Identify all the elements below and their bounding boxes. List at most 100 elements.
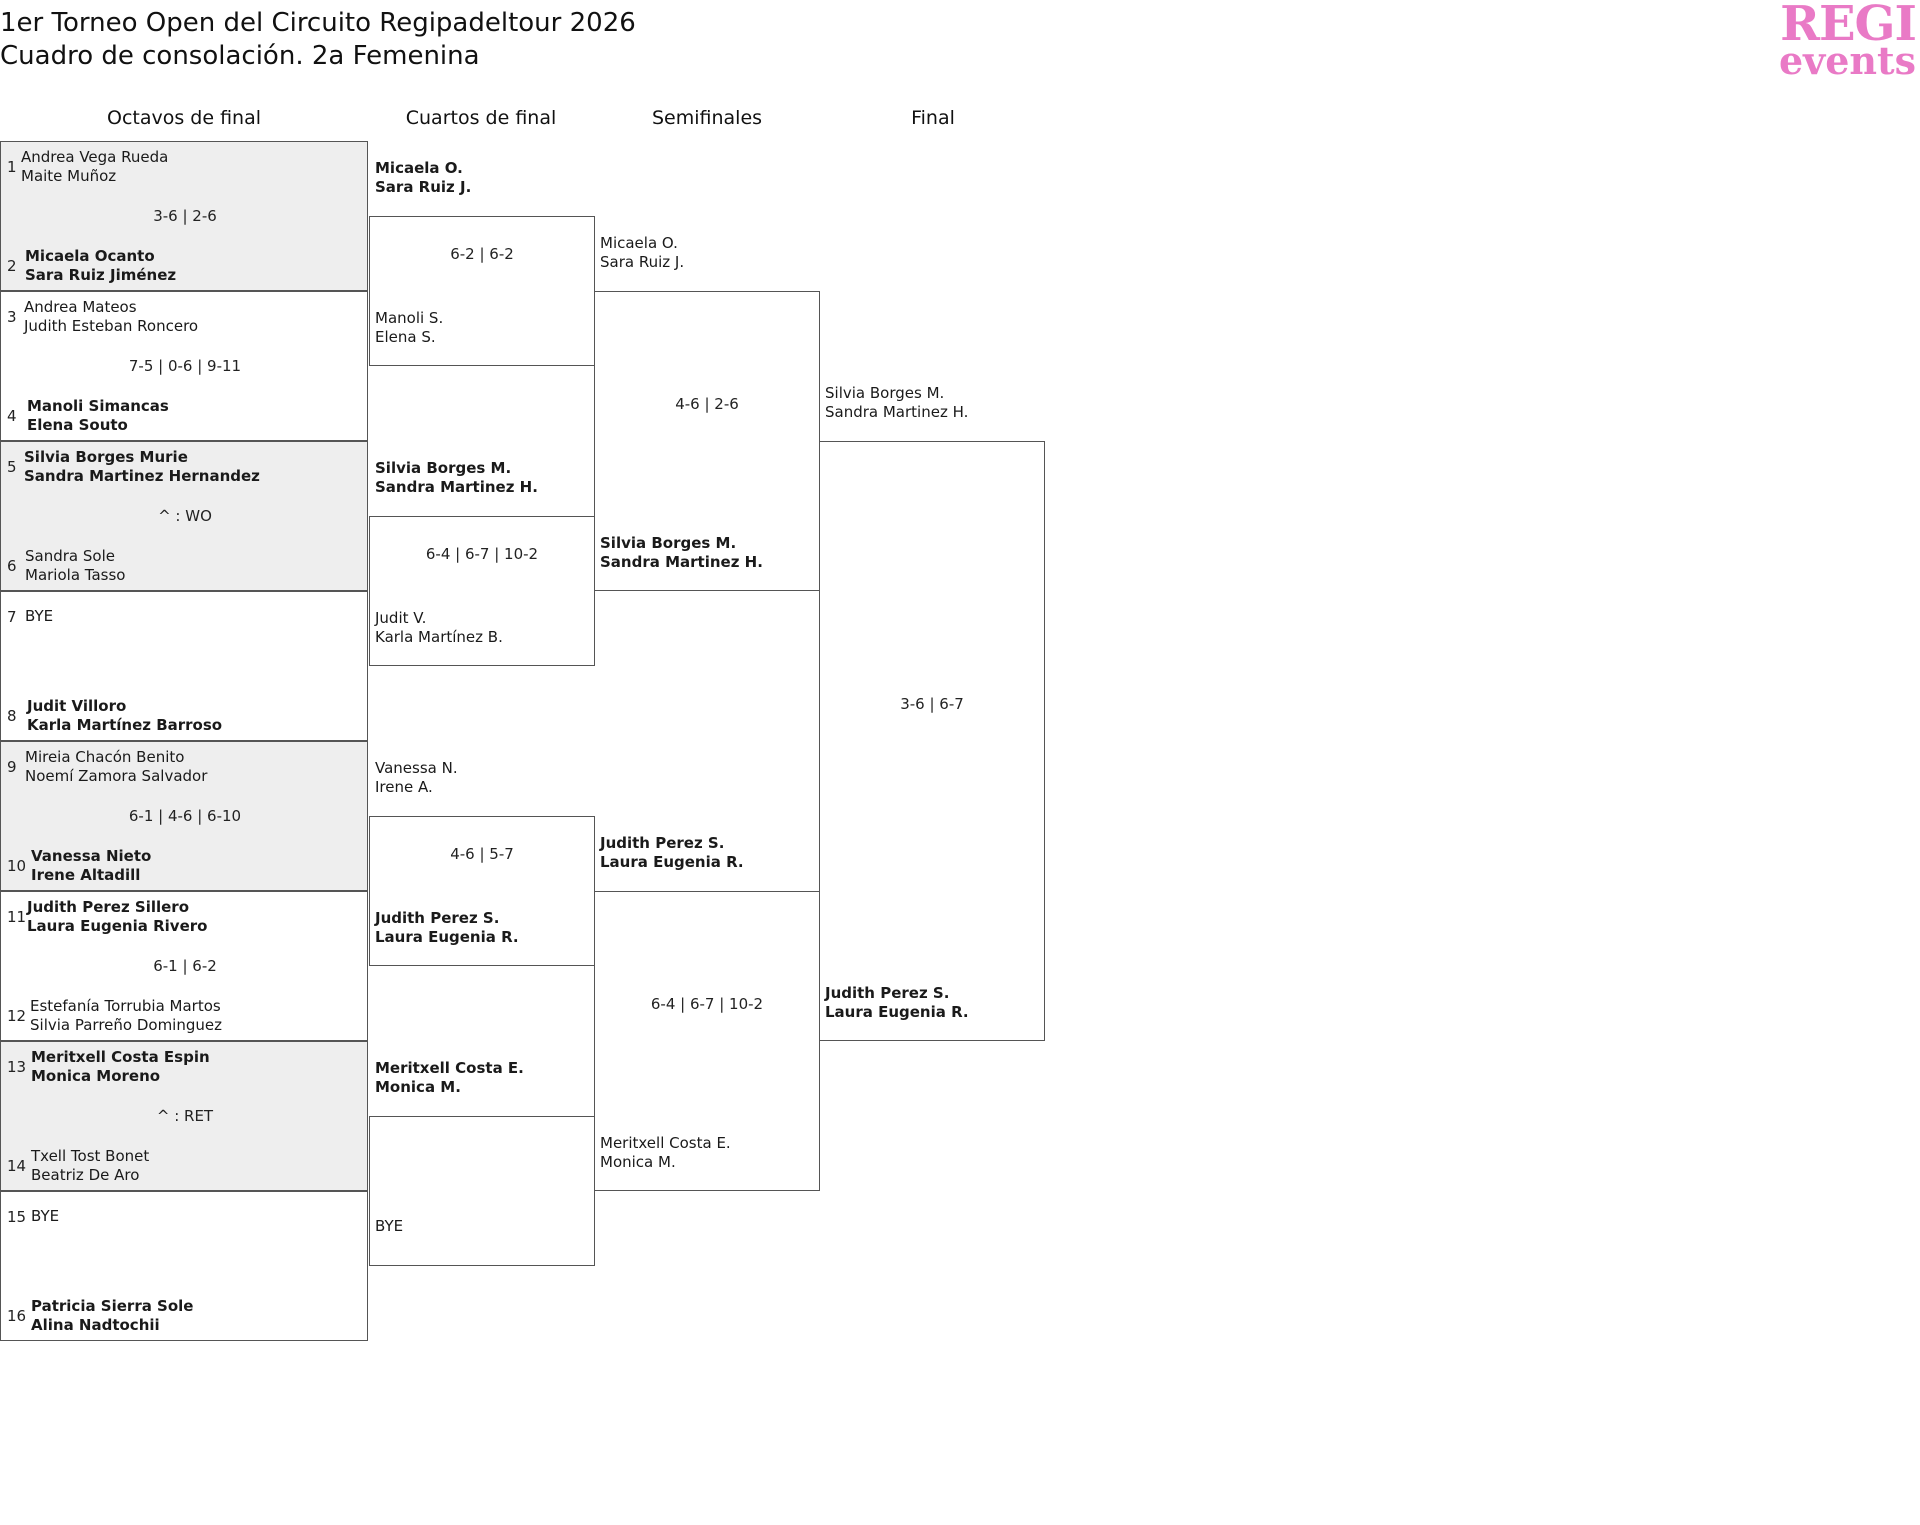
sf-connector-2 — [594, 891, 820, 1191]
r16-match-2: 3 Andrea Mateos Judith Esteban Roncero 7… — [0, 291, 368, 441]
sf-team-winner: Silvia Borges M. Sandra Martinez H. — [600, 534, 763, 572]
qf-connector-2 — [369, 516, 595, 666]
seed-number: 1 — [7, 158, 17, 176]
team-entry: Andrea Vega Rueda Maite Muñoz — [21, 148, 168, 186]
qf-team: Manoli S. Elena S. — [375, 309, 443, 347]
qf-connector-1 — [369, 216, 595, 366]
r16-match-8: 15 BYE 16 Patricia Sierra Sole Alina Nad… — [0, 1191, 368, 1341]
player-name: Sandra Martinez Hernandez — [24, 467, 260, 485]
final-team-winner: Judith Perez S. Laura Eugenia R. — [825, 984, 969, 1022]
round-header-final: Final — [911, 107, 955, 129]
player-name: Sandra Martinez H. — [375, 478, 538, 496]
player-name: Mariola Tasso — [25, 566, 126, 584]
sf-team: Meritxell Costa E. Monica M. — [600, 1134, 731, 1172]
team-entry-winner: Meritxell Costa Espin Monica Moreno — [31, 1048, 210, 1086]
seed-number: 16 — [7, 1307, 27, 1325]
qf-team-winner: Judith Perez S. Laura Eugenia R. — [375, 909, 519, 947]
player-name: Meritxell Costa Espin — [31, 1048, 210, 1066]
player-name: Meritxell Costa E. — [600, 1134, 731, 1152]
qf-team: Judit V. Karla Martínez B. — [375, 609, 503, 647]
team-entry-winner: Patricia Sierra Sole Alina Nadtochii — [31, 1297, 193, 1335]
seed-number: 6 — [7, 557, 17, 575]
player-name: Laura Eugenia R. — [825, 1003, 969, 1021]
player-name: Laura Eugenia Rivero — [27, 917, 208, 935]
player-name: Judith Perez Sillero — [27, 898, 190, 916]
player-name: Beatriz De Aro — [31, 1166, 140, 1184]
player-name: Andrea Mateos — [24, 298, 137, 316]
player-name: Elena Souto — [27, 416, 128, 434]
sf-team-winner: Judith Perez S. Laura Eugenia R. — [600, 834, 744, 872]
round-header-qf: Cuartos de final — [405, 107, 557, 129]
player-name: Manoli Simancas — [27, 397, 169, 415]
sf-score: 4-6 | 2-6 — [675, 395, 739, 413]
final-team: Silvia Borges M. Sandra Martinez H. — [825, 384, 968, 422]
qf-score: 6-2 | 6-2 — [450, 245, 514, 263]
player-name: Sara Ruiz Jiménez — [25, 266, 177, 284]
team-entry-winner: Judit Villoro Karla Martínez Barroso — [27, 697, 222, 735]
r16-match-7: 13 Meritxell Costa Espin Monica Moreno ^… — [0, 1041, 368, 1191]
player-name: Txell Tost Bonet — [31, 1147, 150, 1165]
player-name: Micaela Ocanto — [25, 247, 155, 265]
player-name: Monica Moreno — [31, 1067, 161, 1085]
team-entry-winner: Vanessa Nieto Irene Altadill — [31, 847, 151, 885]
qf-score: 4-6 | 5-7 — [450, 845, 514, 863]
r16-match-4: 7 BYE 8 Judit Villoro Karla Martínez Bar… — [0, 591, 368, 741]
seed-number: 9 — [7, 758, 17, 776]
player-name: Monica M. — [375, 1078, 461, 1096]
player-name: Alina Nadtochii — [31, 1316, 160, 1334]
player-name: Judith Perez S. — [825, 984, 950, 1002]
player-name: Noemí Zamora Salvador — [25, 767, 208, 785]
team-entry-winner: Judith Perez Sillero Laura Eugenia River… — [27, 898, 207, 936]
team-entry: Mireia Chacón Benito Noemí Zamora Salvad… — [25, 748, 207, 786]
player-name: Karla Martínez B. — [375, 628, 503, 646]
player-name: Judith Perez S. — [375, 909, 500, 927]
player-name: Sandra Martinez H. — [600, 553, 763, 571]
qf-connector-4 — [369, 1116, 595, 1266]
player-name: Estefanía Torrubia Martos — [30, 997, 221, 1015]
player-name: Micaela O. — [375, 159, 463, 177]
seed-number: 4 — [7, 407, 17, 425]
match-score: 7-5 | 0-6 | 9-11 — [128, 357, 242, 375]
team-entry-bye: BYE — [25, 607, 53, 626]
team-entry-winner: Silvia Borges Murie Sandra Martinez Hern… — [24, 448, 260, 486]
match-score: 6-1 | 4-6 | 6-10 — [128, 807, 242, 825]
qf-score: 6-4 | 6-7 | 10-2 — [425, 545, 539, 563]
player-name: Maite Muñoz — [21, 167, 117, 185]
team-entry-bye: BYE — [31, 1207, 59, 1226]
r16-match-3: 5 Silvia Borges Murie Sandra Martinez He… — [0, 441, 368, 591]
player-name: Vanessa N. — [375, 759, 458, 777]
round-header-sf: Semifinales — [651, 107, 763, 129]
match-score: ^ : WO — [158, 507, 212, 525]
player-name: Sandra Martinez H. — [825, 403, 969, 421]
regi-events-logo: REGI events — [1776, 0, 1917, 80]
player-name: Sara Ruiz J. — [375, 178, 472, 196]
player-name: Silvia Borges M. — [825, 384, 945, 402]
player-name: Manoli S. — [375, 309, 444, 327]
player-name: Sara Ruiz J. — [600, 253, 685, 271]
player-name: Irene Altadill — [31, 866, 141, 884]
seed-number: 2 — [7, 257, 17, 275]
player-name: Laura Eugenia R. — [600, 853, 744, 871]
player-name: Judit V. — [375, 609, 427, 627]
team-entry: Txell Tost Bonet Beatriz De Aro — [31, 1147, 149, 1185]
sf-score: 6-4 | 6-7 | 10-2 — [650, 995, 764, 1013]
player-name: Judith Perez S. — [600, 834, 725, 852]
seed-number: 13 — [7, 1058, 27, 1076]
match-score: ^ : RET — [156, 1107, 214, 1125]
player-name: Irene A. — [375, 778, 433, 796]
seed-number: 5 — [7, 458, 17, 476]
player-name: Micaela O. — [600, 234, 678, 252]
draw-subtitle: Cuadro de consolación. 2a Femenina — [0, 41, 480, 71]
player-name: Silvia Borges Murie — [24, 448, 188, 466]
qf-team-winner: Silvia Borges M. Sandra Martinez H. — [375, 459, 538, 497]
r16-match-5: 9 Mireia Chacón Benito Noemí Zamora Salv… — [0, 741, 368, 891]
player-name: Elena S. — [375, 328, 436, 346]
qf-team: Vanessa N. Irene A. — [375, 759, 458, 797]
r16-match-6: 11 Judith Perez Sillero Laura Eugenia Ri… — [0, 891, 368, 1041]
seed-number: 8 — [7, 707, 17, 725]
round-header-r16: Octavos de final — [106, 107, 262, 129]
seed-number: 12 — [7, 1007, 27, 1025]
sf-team: Micaela O. Sara Ruiz J. — [600, 234, 684, 272]
sf-connector-1 — [594, 291, 820, 591]
match-score: 6-1 | 6-2 — [153, 957, 217, 975]
